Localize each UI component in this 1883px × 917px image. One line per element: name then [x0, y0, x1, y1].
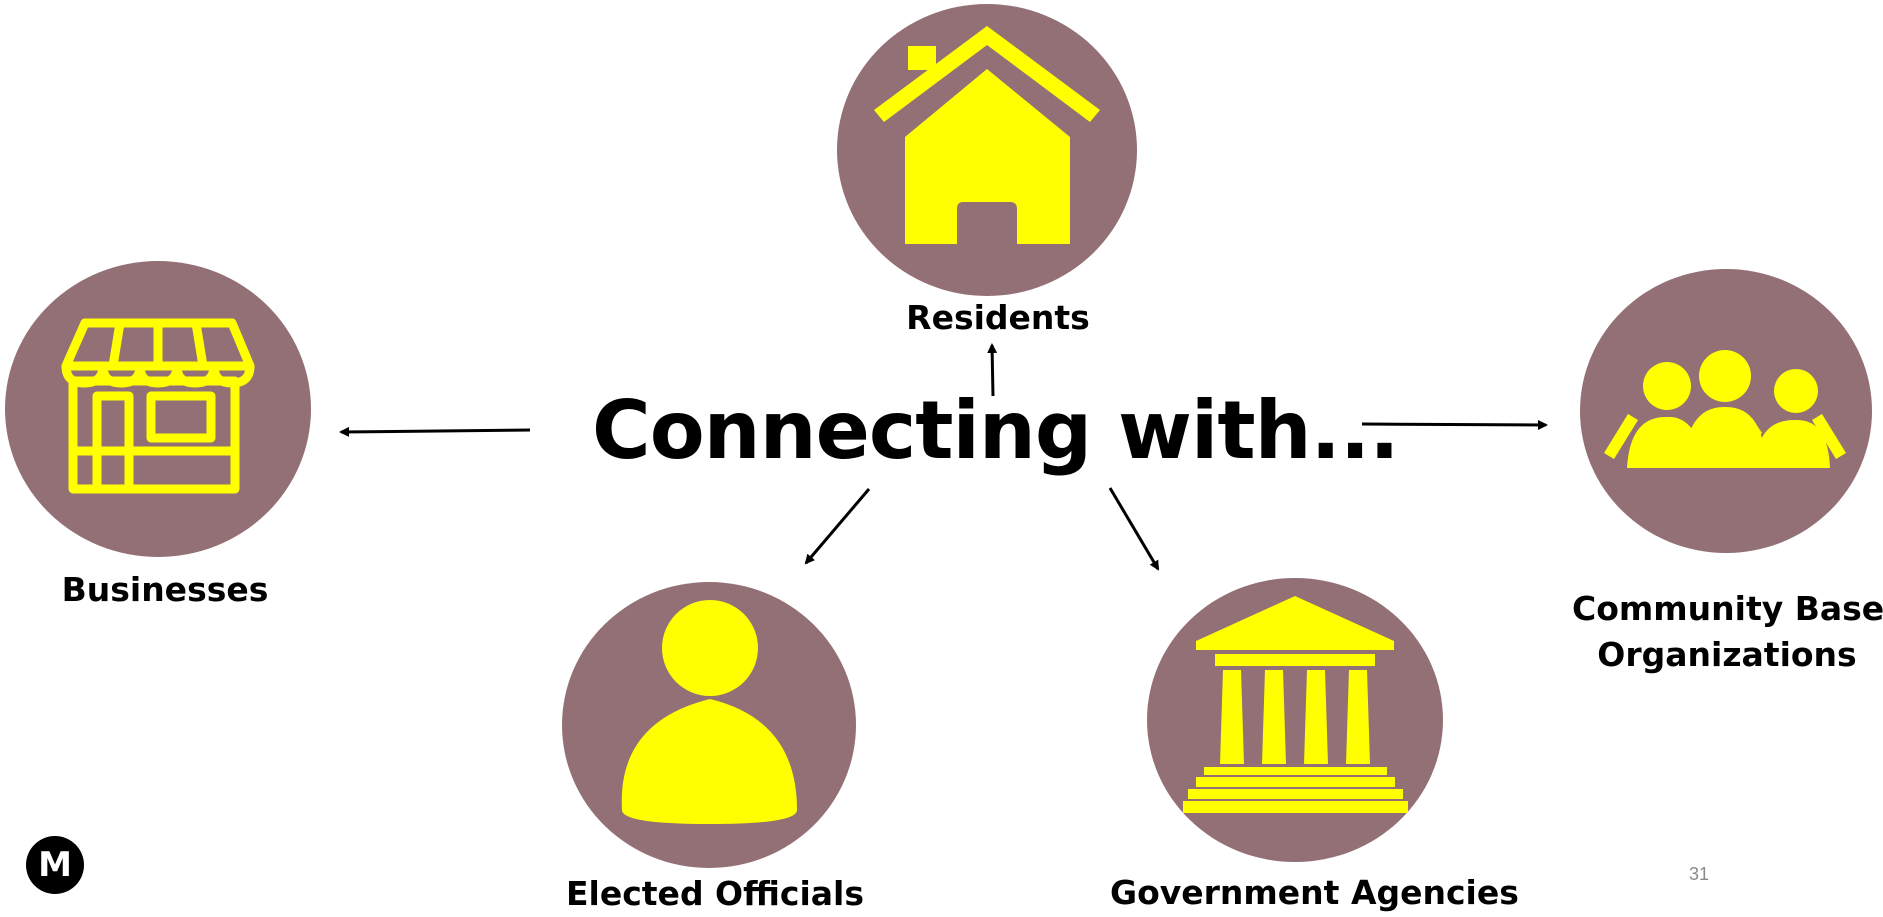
person-icon [621, 600, 797, 824]
residents-circle [837, 4, 1137, 296]
diagram-title: Connecting with... [592, 384, 1400, 477]
page-number: 31 [1688, 864, 1709, 884]
elected-circle [562, 582, 856, 868]
community-label: Community Based Organizations [1572, 586, 1883, 677]
group-of-people-icon [1604, 350, 1846, 468]
government-label: Government Agencies [1110, 873, 1519, 912]
logo-letter: M [38, 845, 72, 885]
arrow-to-elected [804, 488, 871, 565]
storefront-icon [61, 318, 255, 494]
government-circle [1147, 578, 1443, 862]
arrow-to-businesses [339, 426, 531, 437]
arrow-to-government [1108, 487, 1160, 571]
metro-logo-icon: M [26, 836, 84, 894]
government-building-icon [1183, 596, 1408, 813]
community-circle [1580, 269, 1872, 553]
community-label-line2: Organizations [1597, 634, 1857, 674]
residents-label: Residents [906, 298, 1090, 337]
businesses-circle [5, 261, 311, 557]
house-icon [874, 26, 1100, 244]
elected-label: Elected Officials [565, 874, 864, 913]
community-label-line1: Community Based [1572, 589, 1883, 628]
businesses-label: Businesses [61, 570, 269, 609]
